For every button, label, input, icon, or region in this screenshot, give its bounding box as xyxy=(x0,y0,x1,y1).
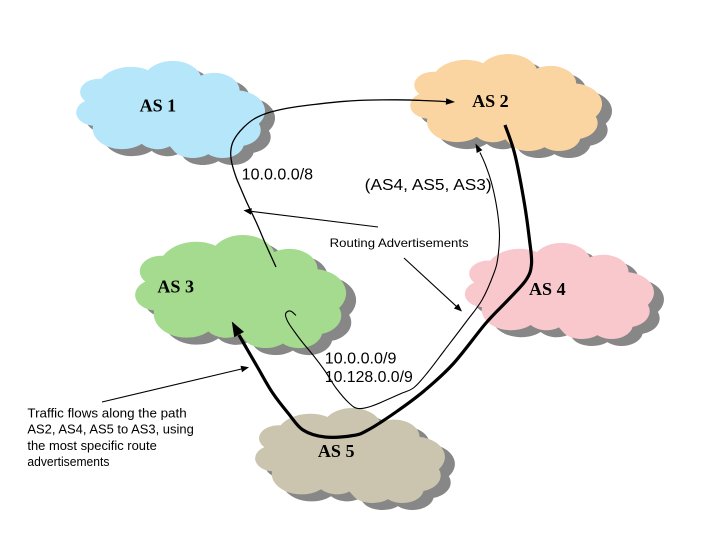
svg-text:10.0.0.0/8: 10.0.0.0/8 xyxy=(242,166,314,183)
svg-text:AS 1: AS 1 xyxy=(140,96,177,116)
svg-text:AS 5: AS 5 xyxy=(318,441,355,461)
svg-text:AS 2: AS 2 xyxy=(472,91,509,111)
svg-text:(AS4, AS5, AS3): (AS4, AS5, AS3) xyxy=(365,177,492,194)
svg-text:Routing Advertisements: Routing Advertisements xyxy=(330,236,469,250)
svg-text:AS 4: AS 4 xyxy=(529,279,566,299)
svg-text:advertisements: advertisements xyxy=(27,454,109,469)
svg-text:10.0.0.0/9: 10.0.0.0/9 xyxy=(325,351,397,368)
svg-text:10.128.0.0/9: 10.128.0.0/9 xyxy=(325,369,413,386)
svg-text:the most specific route: the most specific route xyxy=(27,438,156,453)
svg-text:Traffic flows along the path: Traffic flows along the path xyxy=(27,405,186,420)
svg-text:AS 3: AS 3 xyxy=(157,277,194,297)
svg-text:AS2, AS4, AS5 to AS3, using: AS2, AS4, AS5 to AS3, using xyxy=(27,422,193,437)
